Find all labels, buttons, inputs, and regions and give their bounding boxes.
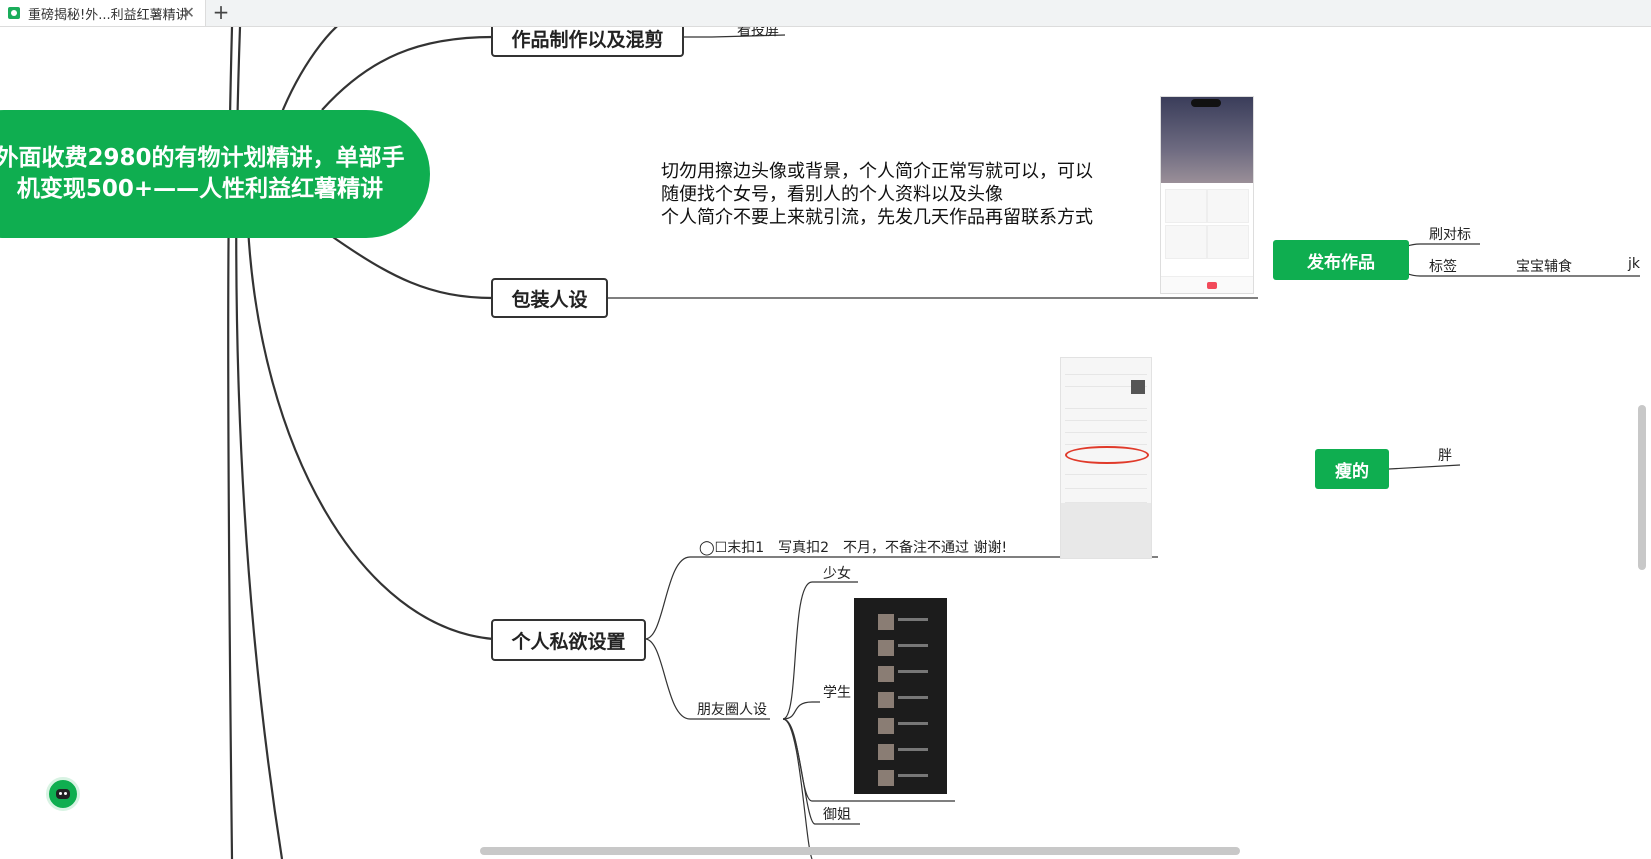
vertical-scrollbar[interactable] [1638, 405, 1646, 570]
mindmap-canvas[interactable]: 外面收费2980的有物计划精讲，单部手机变现500+——人性利益红薯精讲 作品制… [0, 27, 1651, 859]
browser-tab-active[interactable]: 重磅揭秘!外...利益红薯精讲 ✕ [0, 0, 206, 26]
topic-works-label: 作品制作以及混剪 [511, 29, 664, 51]
topic-private-settings[interactable]: 个人私欲设置 [491, 619, 646, 661]
topic-thin[interactable]: 瘦的 [1315, 449, 1389, 489]
tab-title: 重磅揭秘!外...利益红薯精讲 [28, 7, 189, 23]
trunk-line-2 [227, 27, 234, 859]
topic-publish-label: 发布作品 [1307, 252, 1375, 273]
leaf-girl[interactable]: 少女 [823, 566, 851, 582]
topic-thin-label: 瘦的 [1335, 461, 1369, 482]
app-favicon-icon [8, 7, 20, 19]
leaf-student[interactable]: 学生 [823, 685, 851, 701]
leaf-private-rule[interactable]: ◯☐末扣1 写真扣2 不月，不备注不通过 谢谢! [699, 540, 1008, 556]
connector-private [246, 226, 494, 641]
connector-works [321, 35, 494, 111]
moments-feed-screenshot-image[interactable] [854, 598, 947, 794]
right-edge-indicator [1646, 36, 1651, 66]
persona-note-line-1: 切勿用擦边头像或背景，个人简介正常写就可以，可以 [661, 161, 1093, 182]
leaf-fat[interactable]: 胖 [1438, 448, 1452, 464]
profile-screenshot-image[interactable] [1160, 96, 1254, 294]
leaf-baby-food[interactable]: 宝宝辅食 [1516, 259, 1572, 275]
root-topic-text: 外面收费2980的有物计划精讲，单部手机变现500+——人性利益红薯精讲 [0, 145, 405, 202]
leaf-tags[interactable]: 标签 [1429, 259, 1457, 275]
browser-tab-bar: 重磅揭秘!外...利益红薯精讲 ✕ + [0, 0, 1651, 27]
persona-note[interactable]: 切勿用擦边头像或背景，个人简介正常写就可以，可以 随便找个女号，看别人的个人资料… [661, 160, 1161, 229]
profile-settings-screenshot-image[interactable] [1060, 357, 1152, 559]
topic-works[interactable]: 作品制作以及混剪 [491, 27, 684, 57]
leaf-works-screen[interactable]: 看投屏 [737, 27, 779, 39]
leaf-lady[interactable]: 御姐 [823, 807, 851, 823]
new-tab-button[interactable]: + [212, 0, 230, 24]
topic-persona[interactable]: 包装人设 [491, 278, 608, 318]
topic-private-label: 个人私欲设置 [511, 630, 626, 653]
topic-publish[interactable]: 发布作品 [1273, 240, 1409, 280]
root-topic[interactable]: 外面收费2980的有物计划精讲，单部手机变现500+——人性利益红薯精讲 [0, 110, 430, 238]
persona-note-line-2: 随便找个女号，看别人的个人资料以及头像 [661, 184, 1003, 205]
leaf-moments-persona[interactable]: 朋友圈人设 [697, 702, 767, 718]
persona-note-line-3: 个人简介不要上来就引流，先发几天作品再留联系方式 [661, 207, 1093, 228]
close-tab-icon[interactable]: ✕ [181, 3, 195, 22]
horizontal-scrollbar[interactable] [480, 847, 1240, 855]
connector-persona [329, 234, 494, 300]
topic-persona-label: 包装人设 [511, 288, 588, 311]
robot-icon [56, 789, 70, 799]
connector-top [278, 27, 339, 118]
leaf-jk[interactable]: jk [1628, 256, 1640, 272]
leaf-benchmark[interactable]: 刷对标 [1429, 227, 1471, 243]
assistant-bot-button[interactable] [46, 777, 80, 811]
